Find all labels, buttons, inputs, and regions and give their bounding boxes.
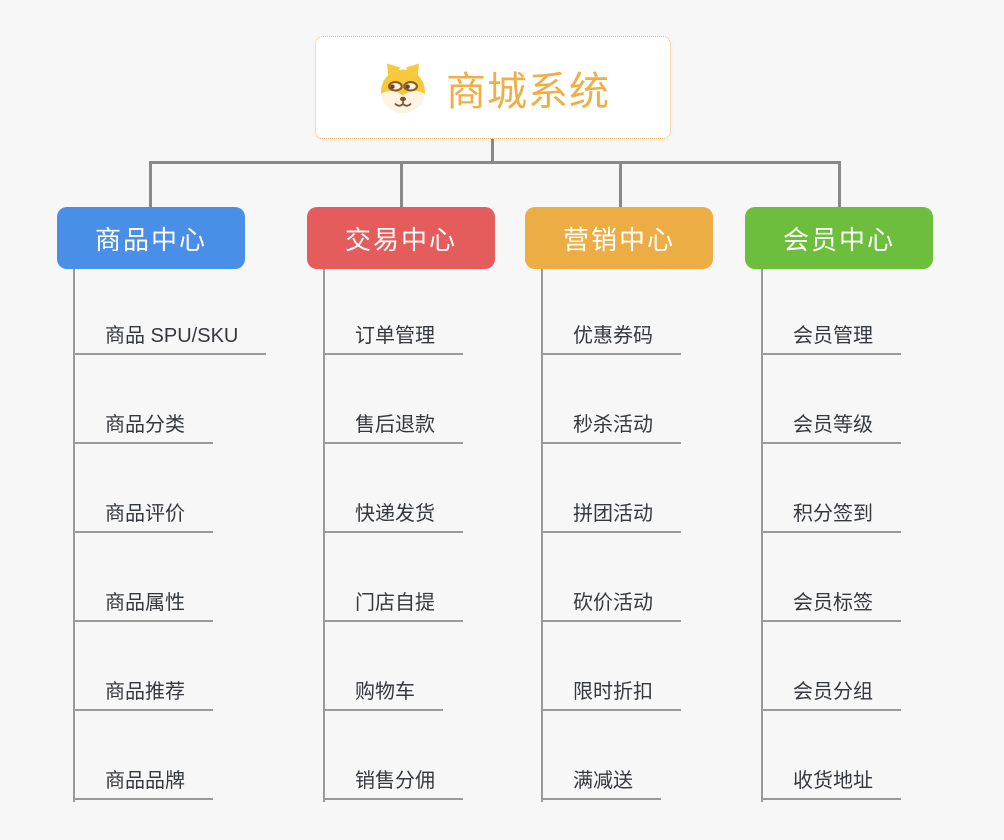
leaf-label: 快递发货 bbox=[355, 503, 435, 525]
leaf-label: 秒杀活动 bbox=[573, 414, 653, 436]
leaf-node[interactable]: 商品品牌 bbox=[73, 760, 213, 800]
leaf-node[interactable]: 会员分组 bbox=[761, 671, 901, 711]
leaf-label: 会员分组 bbox=[793, 681, 873, 703]
leaf-node[interactable]: 积分签到 bbox=[761, 493, 901, 533]
leaf-label: 会员标签 bbox=[793, 592, 873, 614]
leaf-node[interactable]: 会员标签 bbox=[761, 582, 901, 622]
branch-product-center: 商品中心 商品 SPU/SKU 商品分类 商品评价 商品属性 商品推荐 商品品牌 bbox=[57, 207, 317, 840]
connector-branch-line bbox=[541, 269, 543, 802]
root-node[interactable]: 商城系统 bbox=[315, 36, 671, 139]
connector-stub-line bbox=[400, 161, 403, 207]
leaf-label: 商品评价 bbox=[105, 503, 185, 525]
branch-label: 营销中心 bbox=[562, 224, 675, 255]
leaf-label: 商品推荐 bbox=[105, 681, 185, 703]
branch-label: 交易中心 bbox=[344, 224, 457, 255]
branch-node-product-center[interactable]: 商品中心 bbox=[57, 207, 245, 269]
leaf-label: 商品品牌 bbox=[105, 770, 185, 792]
connector-branch-line bbox=[761, 269, 763, 802]
leaf-node[interactable]: 购物车 bbox=[323, 671, 443, 711]
leaf-node[interactable]: 优惠券码 bbox=[541, 315, 681, 355]
leaf-label: 收货地址 bbox=[793, 770, 873, 792]
branch-marketing-center: 营销中心 优惠券码 秒杀活动 拼团活动 砍价活动 限时折扣 满减送 bbox=[525, 207, 785, 840]
leaf-node[interactable]: 砍价活动 bbox=[541, 582, 681, 622]
connector-branch-line bbox=[323, 269, 325, 802]
leaf-label: 商品属性 bbox=[105, 592, 185, 614]
leaf-label: 拼团活动 bbox=[573, 503, 653, 525]
leaf-node[interactable]: 会员管理 bbox=[761, 315, 901, 355]
leaf-node[interactable]: 满减送 bbox=[541, 760, 661, 800]
leaf-node[interactable]: 商品 SPU/SKU bbox=[73, 315, 267, 355]
dog-face-icon bbox=[381, 63, 425, 113]
leaf-label: 销售分佣 bbox=[355, 770, 435, 792]
leaf-node[interactable]: 商品推荐 bbox=[73, 671, 213, 711]
connector-stub-line bbox=[619, 161, 622, 207]
connector-horizontal-line bbox=[149, 161, 840, 164]
leaf-label: 优惠券码 bbox=[573, 325, 653, 347]
leaf-label: 砍价活动 bbox=[573, 592, 653, 614]
leaf-label: 积分签到 bbox=[793, 503, 873, 525]
leaf-node[interactable]: 秒杀活动 bbox=[541, 404, 681, 444]
leaf-label: 售后退款 bbox=[355, 414, 435, 436]
leaf-node[interactable]: 商品属性 bbox=[73, 582, 213, 622]
connector-root-line bbox=[491, 139, 494, 163]
leaf-label: 商品分类 bbox=[105, 414, 185, 436]
leaf-node[interactable]: 限时折扣 bbox=[541, 671, 681, 711]
leaf-label: 会员管理 bbox=[793, 325, 873, 347]
root-title: 商城系统 bbox=[446, 69, 610, 114]
branch-node-trade-center[interactable]: 交易中心 bbox=[307, 207, 495, 269]
branch-member-center: 会员中心 会员管理 会员等级 积分签到 会员标签 会员分组 收货地址 bbox=[745, 207, 1004, 840]
leaf-node[interactable]: 销售分佣 bbox=[323, 760, 463, 800]
leaf-node[interactable]: 商品评价 bbox=[73, 493, 213, 533]
branch-trade-center: 交易中心 订单管理 售后退款 快递发货 门店自提 购物车 销售分佣 bbox=[307, 207, 567, 840]
branch-node-marketing-center[interactable]: 营销中心 bbox=[525, 207, 713, 269]
branch-label: 商品中心 bbox=[94, 224, 207, 255]
leaf-node[interactable]: 会员等级 bbox=[761, 404, 901, 444]
connector-stub-line bbox=[838, 161, 841, 207]
leaf-label: 商品 SPU/SKU bbox=[105, 325, 239, 347]
leaf-label: 满减送 bbox=[573, 770, 633, 792]
leaf-node[interactable]: 拼团活动 bbox=[541, 493, 681, 533]
branch-label: 会员中心 bbox=[782, 224, 895, 255]
leaf-node[interactable]: 快递发货 bbox=[323, 493, 463, 533]
leaf-label: 购物车 bbox=[355, 681, 415, 703]
connector-stub-line bbox=[149, 161, 152, 207]
leaf-node[interactable]: 收货地址 bbox=[761, 760, 901, 800]
leaf-label: 会员等级 bbox=[793, 414, 873, 436]
leaf-node[interactable]: 订单管理 bbox=[323, 315, 463, 355]
branch-node-member-center[interactable]: 会员中心 bbox=[745, 207, 933, 269]
leaf-label: 订单管理 bbox=[355, 325, 435, 347]
leaf-node[interactable]: 商品分类 bbox=[73, 404, 213, 444]
leaf-node[interactable]: 售后退款 bbox=[323, 404, 463, 444]
connector-branch-line bbox=[73, 269, 75, 802]
leaf-label: 门店自提 bbox=[355, 592, 435, 614]
leaf-label: 限时折扣 bbox=[573, 681, 653, 703]
leaf-node[interactable]: 门店自提 bbox=[323, 582, 463, 622]
